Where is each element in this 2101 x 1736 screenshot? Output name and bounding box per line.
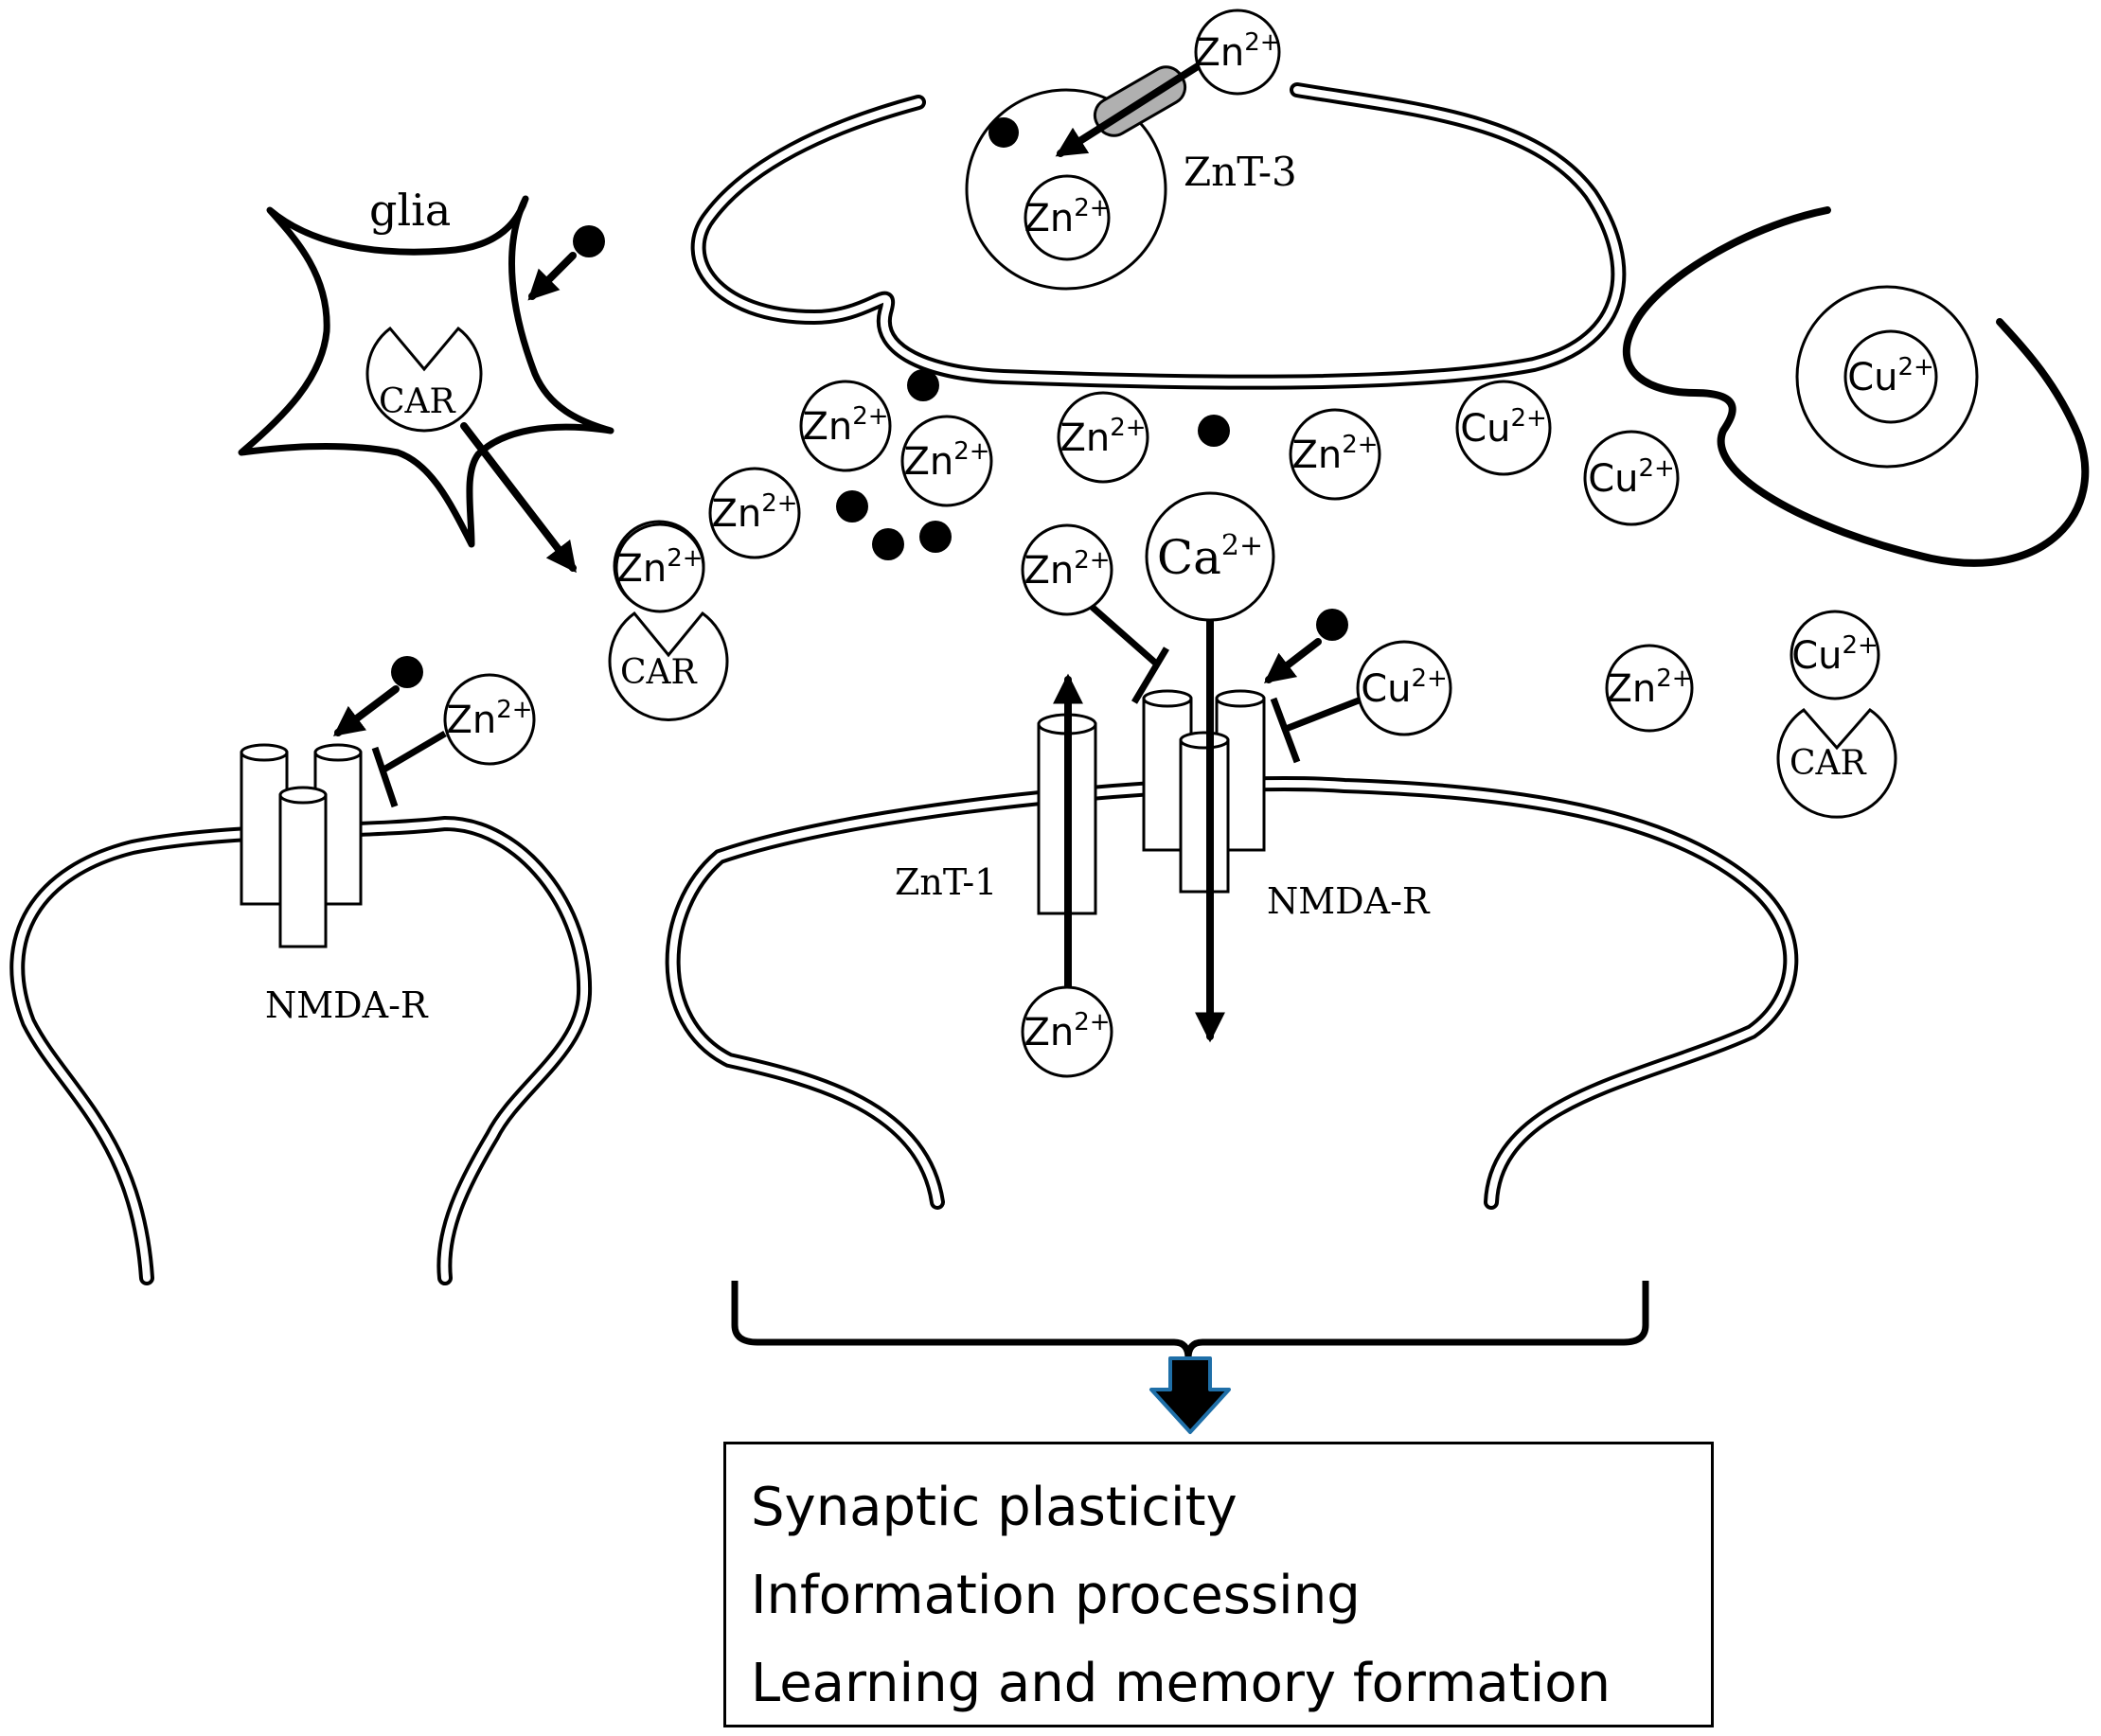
svg-text:Cu2+: Cu2+ xyxy=(1791,631,1878,678)
left-postsynaptic-neuron xyxy=(9,815,593,1285)
cu-ion: Cu2+ xyxy=(1356,640,1452,736)
cu-inhibits-right-nmda xyxy=(1284,697,1361,733)
car-glia: CAR xyxy=(365,326,483,433)
svg-text:Zn2+: Zn2+ xyxy=(802,402,888,449)
copper-ions: Cu2+ Cu2+ Cu2+ Cu2+ xyxy=(1356,285,1979,736)
outcome-item: Synaptic plasticity xyxy=(751,1477,1237,1538)
svg-text:Cu2+: Cu2+ xyxy=(1361,664,1448,711)
svg-text:Zn2+: Zn2+ xyxy=(1059,414,1146,460)
dot-to-left-nmda-arrow xyxy=(332,685,400,736)
svg-text:Cu2+: Cu2+ xyxy=(1588,454,1675,501)
down-arrow-icon xyxy=(1149,1356,1231,1434)
cu-ion: Cu2+ xyxy=(1455,380,1552,476)
right-bouton xyxy=(1623,206,2090,567)
outcome-item: Information processing xyxy=(751,1565,1361,1626)
right-postsynaptic-neuron xyxy=(665,776,1799,1210)
znt3-label: ZnT-3 xyxy=(1184,149,1297,195)
arrows xyxy=(332,62,1322,1043)
svg-text:Zn2+: Zn2+ xyxy=(446,696,532,742)
car-cu-complex: CAR Cu2+ xyxy=(1776,610,1897,819)
zn-ion: Zn2+ xyxy=(1024,174,1111,261)
outcome-box: Synaptic plasticity Information processi… xyxy=(723,1442,1714,1727)
zn-ion: Zn2+ xyxy=(1057,391,1149,484)
svg-text:Zn2+: Zn2+ xyxy=(903,437,989,484)
zn-ion: Zn2+ xyxy=(1289,408,1381,501)
znt1-label: ZnT-1 xyxy=(895,861,997,903)
svg-text:CAR: CAR xyxy=(620,653,698,692)
svg-text:Zn2+: Zn2+ xyxy=(1606,664,1692,711)
outcome-item: Learning and memory formation xyxy=(751,1653,1611,1714)
nmda-left-label: NMDA-R xyxy=(265,984,429,1026)
zn-ion: Zn2+ xyxy=(1605,644,1694,733)
svg-text:Zn2+: Zn2+ xyxy=(1024,194,1110,240)
car-zn-complex: CAR Zn2+ xyxy=(608,523,729,721)
zn-ion: Zn2+ xyxy=(1021,523,1113,616)
nmda-right-label: NMDA-R xyxy=(1267,880,1431,922)
zn-ion: Zn2+ xyxy=(900,415,993,507)
dot-to-right-nmda-arrow xyxy=(1263,638,1322,683)
svg-text:Zn2+: Zn2+ xyxy=(1194,28,1280,75)
zn-ion: Zn2+ xyxy=(799,380,892,472)
nmda-receptor-left xyxy=(240,743,363,948)
zn-ion: Zn2+ xyxy=(443,673,536,766)
zn-inhibits-left-nmda xyxy=(379,730,447,775)
glia-label: glia xyxy=(369,185,451,236)
svg-text:Ca2+: Ca2+ xyxy=(1157,529,1263,585)
svg-text:Zn2+: Zn2+ xyxy=(1024,546,1110,593)
ligand-dots xyxy=(391,117,1348,688)
inhibition-lines xyxy=(371,603,1361,808)
zn-ion: Zn2+ xyxy=(708,467,801,559)
svg-text:Zn2+: Zn2+ xyxy=(1024,1008,1110,1054)
zn-into-vesicle-arrow xyxy=(1055,62,1202,157)
svg-text:CAR: CAR xyxy=(1789,744,1867,783)
summary-bracket xyxy=(731,1281,1649,1362)
zn-ion: Zn2+ xyxy=(1021,985,1113,1078)
svg-text:Zn2+: Zn2+ xyxy=(1291,431,1378,477)
nmda-receptor-right xyxy=(1142,689,1266,894)
zn-ion: Zn2+ xyxy=(1194,9,1281,96)
car-release-arrow xyxy=(460,422,577,574)
svg-text:Zn2+: Zn2+ xyxy=(711,489,797,536)
svg-text:CAR: CAR xyxy=(379,382,456,421)
cu-ion: Cu2+ xyxy=(1843,329,1938,424)
presynaptic-terminal xyxy=(690,82,1627,390)
svg-text:Cu2+: Cu2+ xyxy=(1460,404,1547,451)
dot-to-glia-arrow xyxy=(527,252,577,301)
calcium-ion: Ca2+ xyxy=(1145,491,1275,622)
svg-text:Zn2+: Zn2+ xyxy=(616,544,703,591)
svg-text:Cu2+: Cu2+ xyxy=(1847,353,1934,399)
cu-ion: Cu2+ xyxy=(1583,430,1680,526)
zn-inhibits-right-nmda xyxy=(1088,603,1158,665)
